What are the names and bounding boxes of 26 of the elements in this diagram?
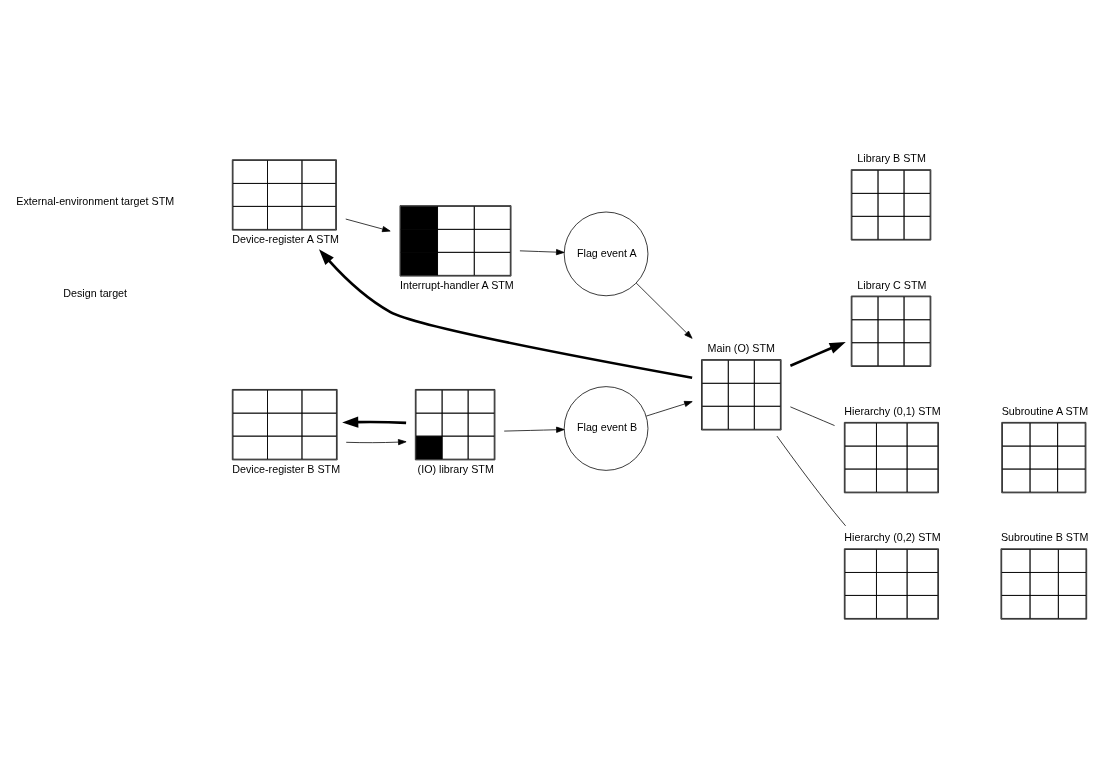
node-label: Subroutine B STM — [1000, 530, 1089, 543]
node-label: Hierarchy (0,1) STM — [844, 404, 941, 417]
arrow — [345, 438, 407, 445]
connector — [790, 405, 835, 426]
arrow — [645, 400, 693, 416]
node-label: Device-register A STM — [232, 232, 339, 245]
arrow — [345, 218, 391, 232]
node-label: Subroutine A STM — [1001, 404, 1089, 417]
node-label: Hierarchy (0,2) STM — [844, 530, 941, 543]
arrow — [789, 341, 846, 367]
node-label: Library B STM — [857, 151, 926, 164]
arrow — [342, 415, 407, 428]
label: External-environment target STM — [16, 194, 175, 207]
node-label: Interrupt-handler A STM — [400, 278, 514, 291]
node-label: Main (O) STM — [707, 341, 775, 354]
node-circle: Flag event B — [563, 385, 649, 471]
node-label: (IO) library STM — [417, 462, 494, 475]
arrow — [519, 248, 565, 255]
node-circle: Flag event A — [563, 211, 649, 296]
arrow — [503, 426, 565, 433]
arrow — [318, 248, 693, 379]
label: Design target — [63, 286, 128, 299]
node-label: Library C STM — [857, 278, 927, 291]
node-label: Device-register B STM — [232, 462, 341, 475]
connector — [776, 435, 846, 526]
arrow — [635, 282, 693, 339]
